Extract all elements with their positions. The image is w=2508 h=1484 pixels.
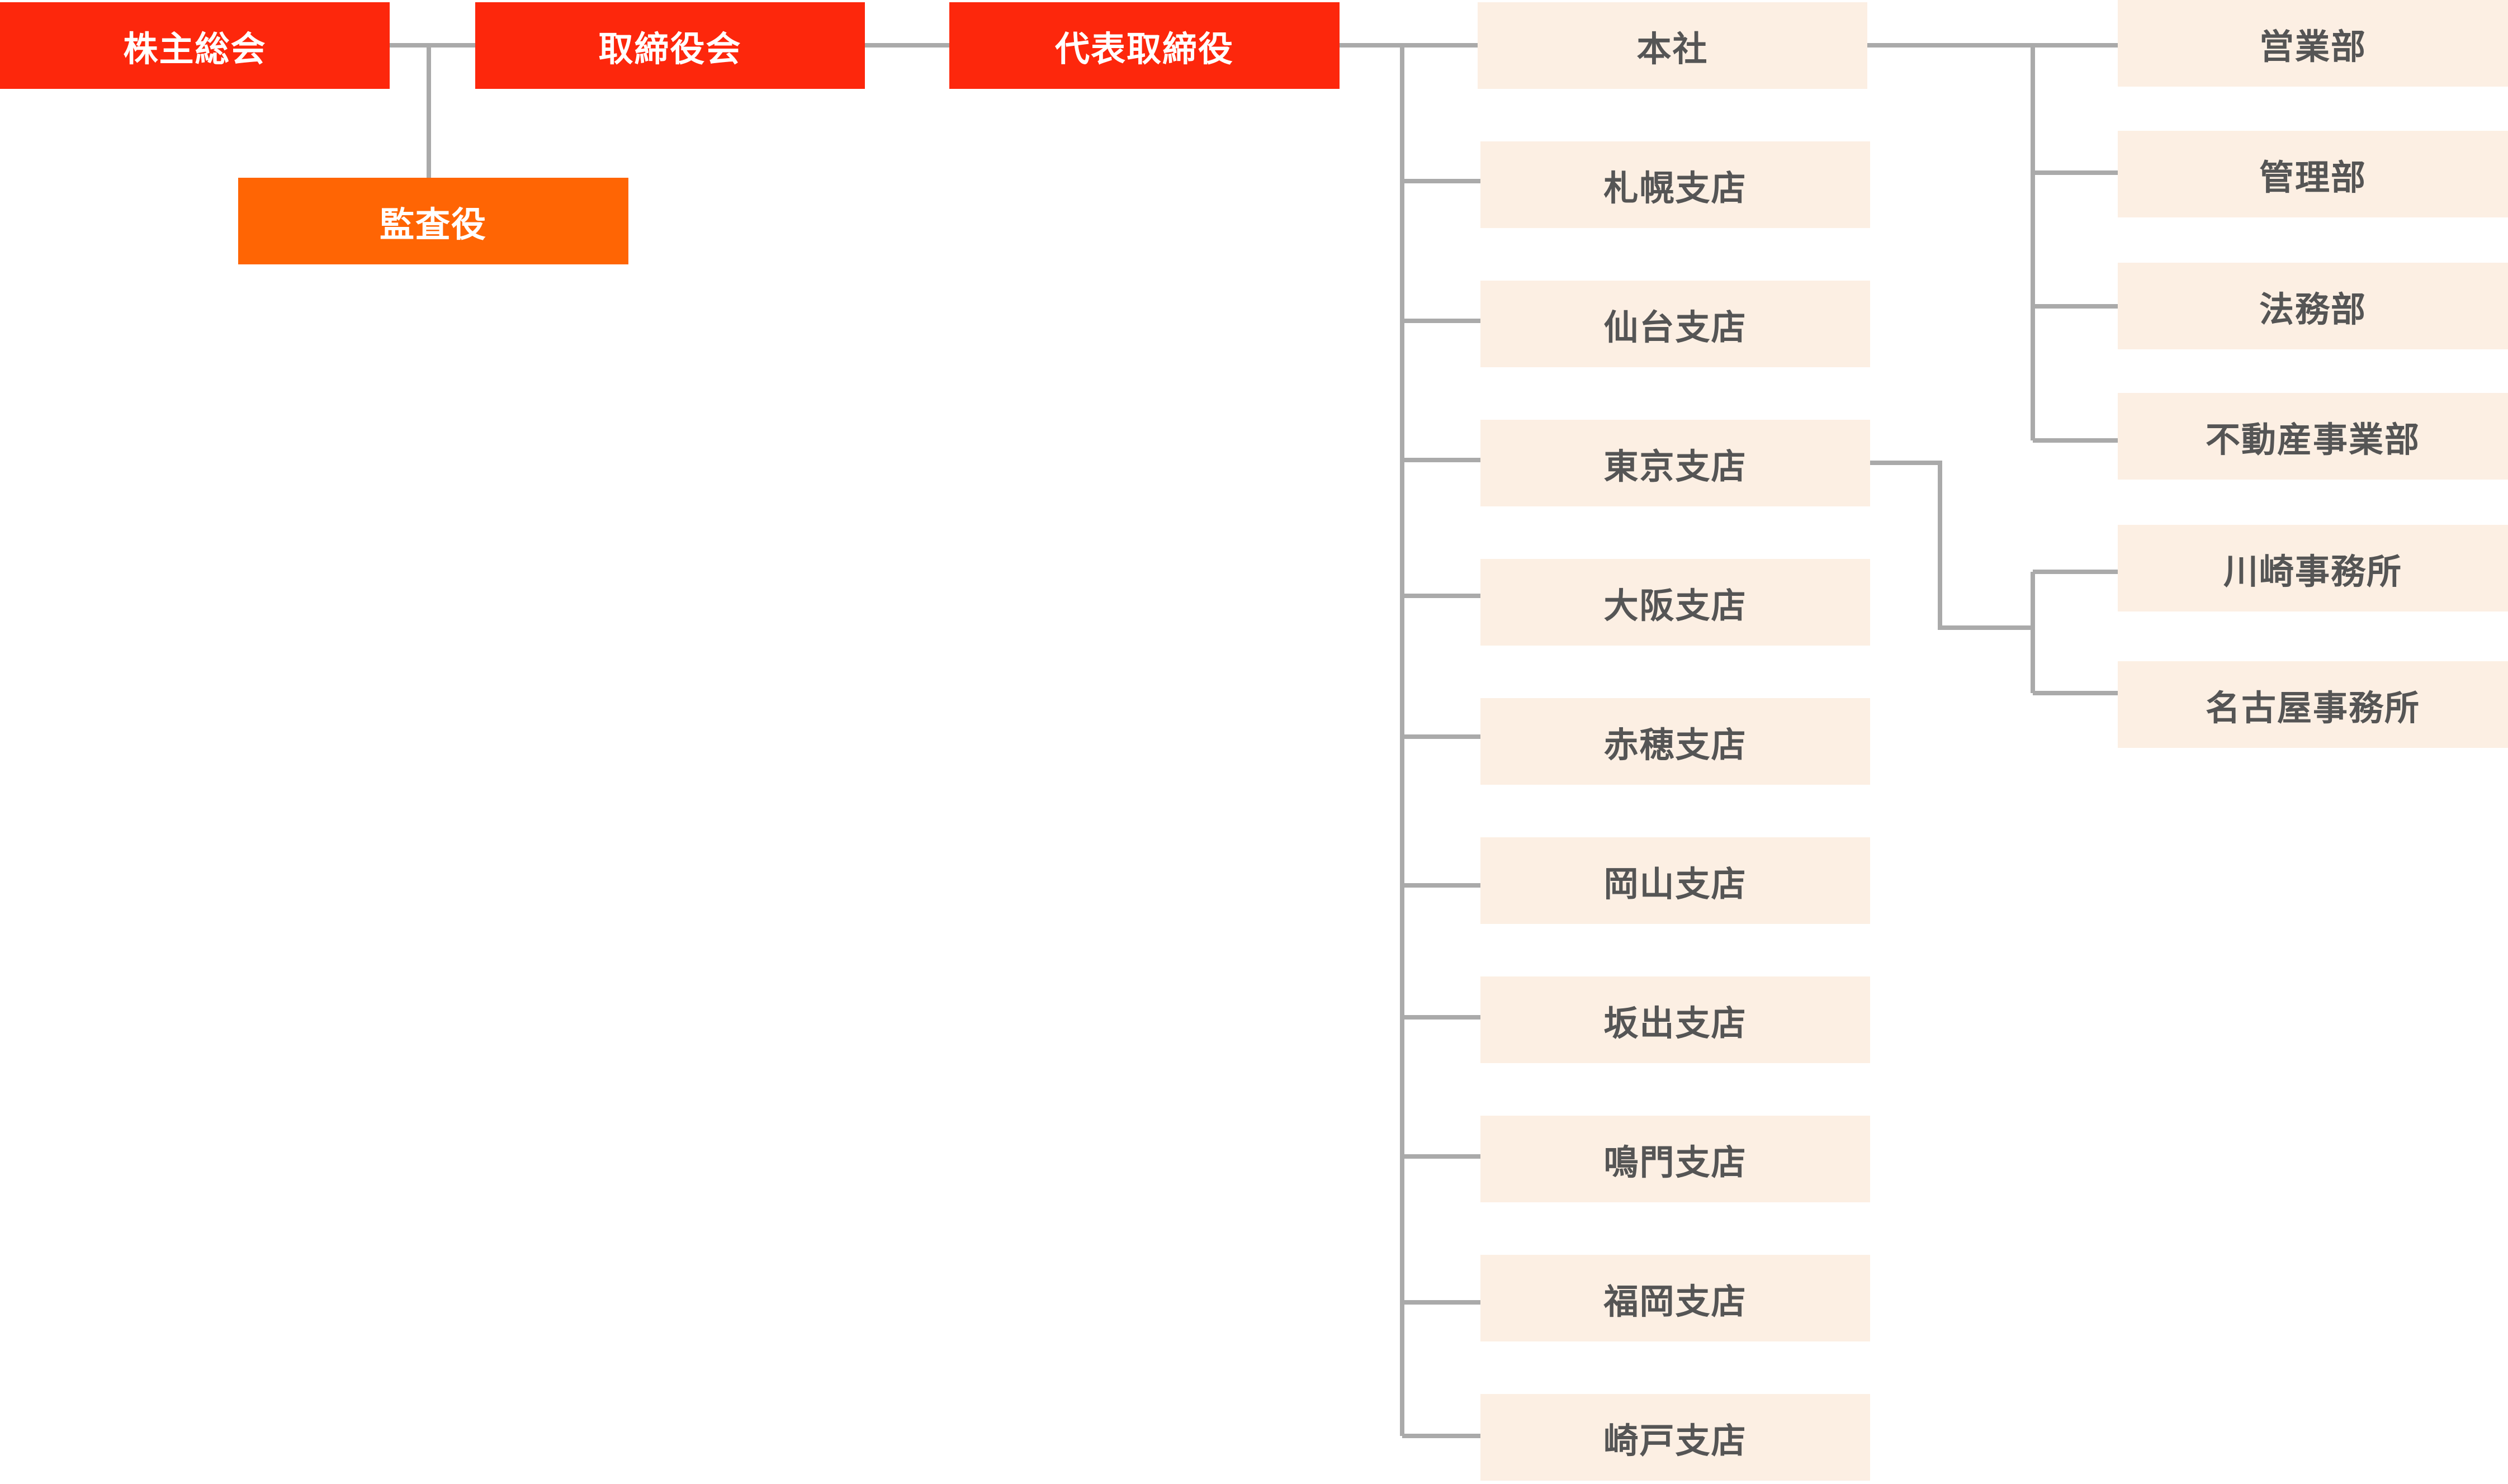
shareholders-meeting-label: 株主総会 (123, 28, 267, 69)
dept-houmu-box: 法務部 (2118, 263, 2508, 349)
branch-label: 岡山支店 (1603, 863, 1747, 904)
branch-okayama-box: 岡山支店 (1480, 837, 1870, 924)
branch-sakito-box: 崎戸支店 (1480, 1394, 1870, 1481)
branch-label: 赤穂支店 (1603, 724, 1747, 765)
dept-kanri-box: 管理部 (2118, 131, 2508, 217)
dept-label: 管理部 (2259, 157, 2367, 198)
branch-sendai-box: 仙台支店 (1480, 281, 1870, 367)
branch-label: 鳴門支店 (1603, 1141, 1747, 1183)
auditor-box: 監査役 (238, 178, 628, 264)
representative-director-label: 代表取締役 (1054, 28, 1234, 69)
branch-label: 崎戸支店 (1603, 1420, 1747, 1461)
branch-fukuoka-box: 福岡支店 (1480, 1255, 1870, 1341)
branch-naruto-box: 鳴門支店 (1480, 1116, 1870, 1202)
branch-honsha-box: 本社 (1478, 2, 1867, 89)
office-label: 名古屋事務所 (2205, 687, 2420, 728)
representative-director-box: 代表取締役 (949, 2, 1340, 89)
dept-label: 不動産事業部 (2205, 419, 2420, 460)
branch-label: 坂出支店 (1603, 1002, 1747, 1044)
branch-ako-box: 赤穂支店 (1480, 698, 1870, 785)
branch-sapporo-box: 札幌支店 (1480, 141, 1870, 228)
branch-label: 福岡支店 (1603, 1281, 1747, 1322)
branch-label: 仙台支店 (1603, 306, 1747, 348)
office-kawasaki-box: 川崎事務所 (2118, 525, 2508, 611)
dept-label: 営業部 (2259, 26, 2367, 67)
branch-label: 本社 (1636, 28, 1709, 69)
board-of-directors-box: 取締役会 (475, 2, 865, 89)
dept-label: 法務部 (2259, 288, 2367, 330)
connector-tokyo-offices (1868, 461, 2033, 630)
auditor-label: 監査役 (379, 203, 487, 245)
office-label: 川崎事務所 (2223, 551, 2402, 592)
branch-label: 東京支店 (1603, 445, 1747, 487)
shareholders-meeting-box: 株主総会 (0, 2, 390, 89)
dept-fudosan-box: 不動産事業部 (2118, 393, 2508, 480)
branch-osaka-box: 大阪支店 (1480, 559, 1870, 646)
branch-label: 札幌支店 (1603, 167, 1747, 208)
branch-label: 大阪支店 (1603, 585, 1747, 626)
branch-sakaide-box: 坂出支店 (1480, 976, 1870, 1063)
office-nagoya-box: 名古屋事務所 (2118, 661, 2508, 748)
board-of-directors-label: 取締役会 (598, 28, 742, 69)
dept-eigyo-box: 営業部 (2118, 0, 2508, 87)
branch-tokyo-box: 東京支店 (1480, 420, 1870, 506)
